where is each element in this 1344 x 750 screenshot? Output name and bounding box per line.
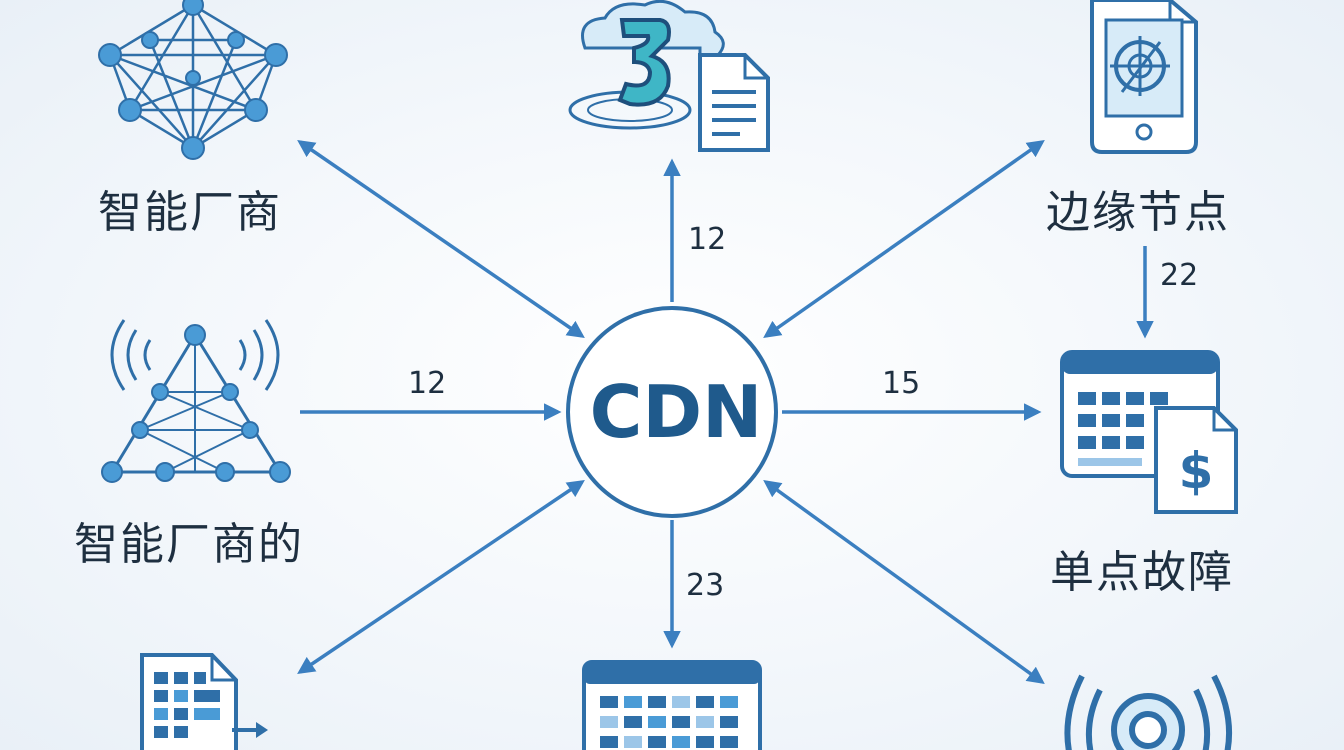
signal-tower-icon: [101, 319, 291, 483]
arrow-bottom-right: [763, 479, 1045, 685]
spreadsheet-export-icon: [140, 653, 268, 750]
calendar-grid-icon: [582, 660, 762, 750]
cloud-document-icon: [568, 0, 770, 152]
edge-label-bottom: 23: [686, 568, 725, 603]
node-label-top-left: 智能厂商: [98, 187, 282, 238]
node-label-top-right: 边缘节点: [1046, 187, 1230, 238]
arrow-top-right: [763, 139, 1045, 339]
mobile-target-icon: [1090, 0, 1198, 154]
network-mesh-icon: [98, 0, 288, 160]
edge-label-edge-to-fault: 22: [1160, 258, 1199, 293]
cdn-circle: [566, 306, 778, 518]
arrow-bottom-left: [297, 480, 585, 674]
edge-label-right: 15: [882, 366, 921, 401]
edge-label-left: 12: [408, 366, 447, 401]
billing-calendar-icon: $: [1060, 350, 1238, 514]
node-label-mid-right: 单点故障: [1050, 547, 1234, 598]
node-label-mid-left: 智能厂商的: [74, 519, 304, 570]
wireless-signal-icon: [1064, 674, 1233, 750]
cdn-label: CDN: [589, 370, 763, 454]
edge-label-top: 12: [688, 222, 727, 257]
svg-text:$: $: [1179, 442, 1214, 500]
arrow-top-left: [297, 140, 585, 338]
